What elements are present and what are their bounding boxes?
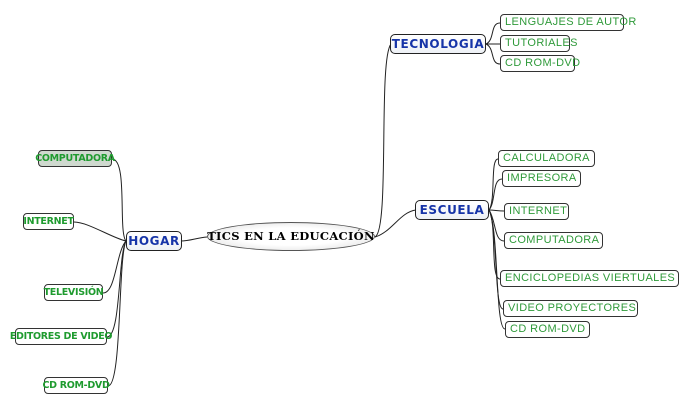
link-escuela-1 [488, 158, 499, 211]
link-hogar-3 [102, 240, 127, 294]
subtopic-computadora[interactable]: COMPUTADORA [504, 232, 603, 249]
subtopic-internet[interactable]: INTERNET [504, 203, 569, 220]
link-escuela-4 [488, 209, 505, 242]
subtopic-enciclopedias-viertuales[interactable]: ENCICLOPEDIAS VIERTUALES [500, 270, 679, 287]
subtopic-television[interactable]: TELEVISIÓN [44, 284, 104, 301]
subtopic-calculadora[interactable]: CALCULADORA [498, 150, 595, 167]
link-escuela-7 [488, 209, 506, 330]
topic-escuela[interactable]: ESCUELA [415, 200, 489, 220]
link-tecnologia-3 [485, 43, 501, 65]
topic-hogar[interactable]: HOGAR [126, 231, 182, 251]
subtopic-lenguajes-de-autor[interactable]: LENGUAJES DE AUTOR [500, 14, 636, 31]
subtopic-computadora[interactable]: COMPUTADORA [35, 150, 115, 167]
central-topic[interactable]: TICS EN LA EDUCACIÓN [207, 222, 375, 251]
subtopic-cd-rom-dvd[interactable]: CD ROM-DVD [500, 55, 580, 72]
link-hogar-1 [111, 158, 127, 242]
subtopic-video-proyectores[interactable]: VIDEO PROYECTORES [503, 300, 638, 317]
subtopic-internet[interactable]: INTERNET [23, 213, 74, 230]
link-tecnologia-1 [485, 22, 501, 45]
subtopic-tutoriales[interactable]: TUTORIALES [500, 35, 577, 52]
subtopic-cd-rom-dvd[interactable]: CD ROM-DVD [505, 321, 590, 338]
link-center-hogar [180, 236, 208, 242]
link-hogar-4 [106, 240, 127, 338]
link-hogar-2 [73, 221, 127, 242]
link-escuela-3 [488, 209, 505, 212]
subtopic-impresora[interactable]: IMPRESORA [502, 170, 581, 187]
topic-tecnologia[interactable]: TECNOLOGIA [390, 34, 486, 54]
subtopic-editores-de-video[interactable]: EDITORES DE VIDEO [10, 328, 112, 345]
link-center-escuela [374, 209, 417, 238]
subtopic-cd-rom-dvd[interactable]: CD ROM-DVD [42, 377, 110, 394]
link-center-tecnologia [374, 43, 392, 238]
link-hogar-5 [107, 240, 127, 387]
link-escuela-2 [488, 178, 503, 211]
